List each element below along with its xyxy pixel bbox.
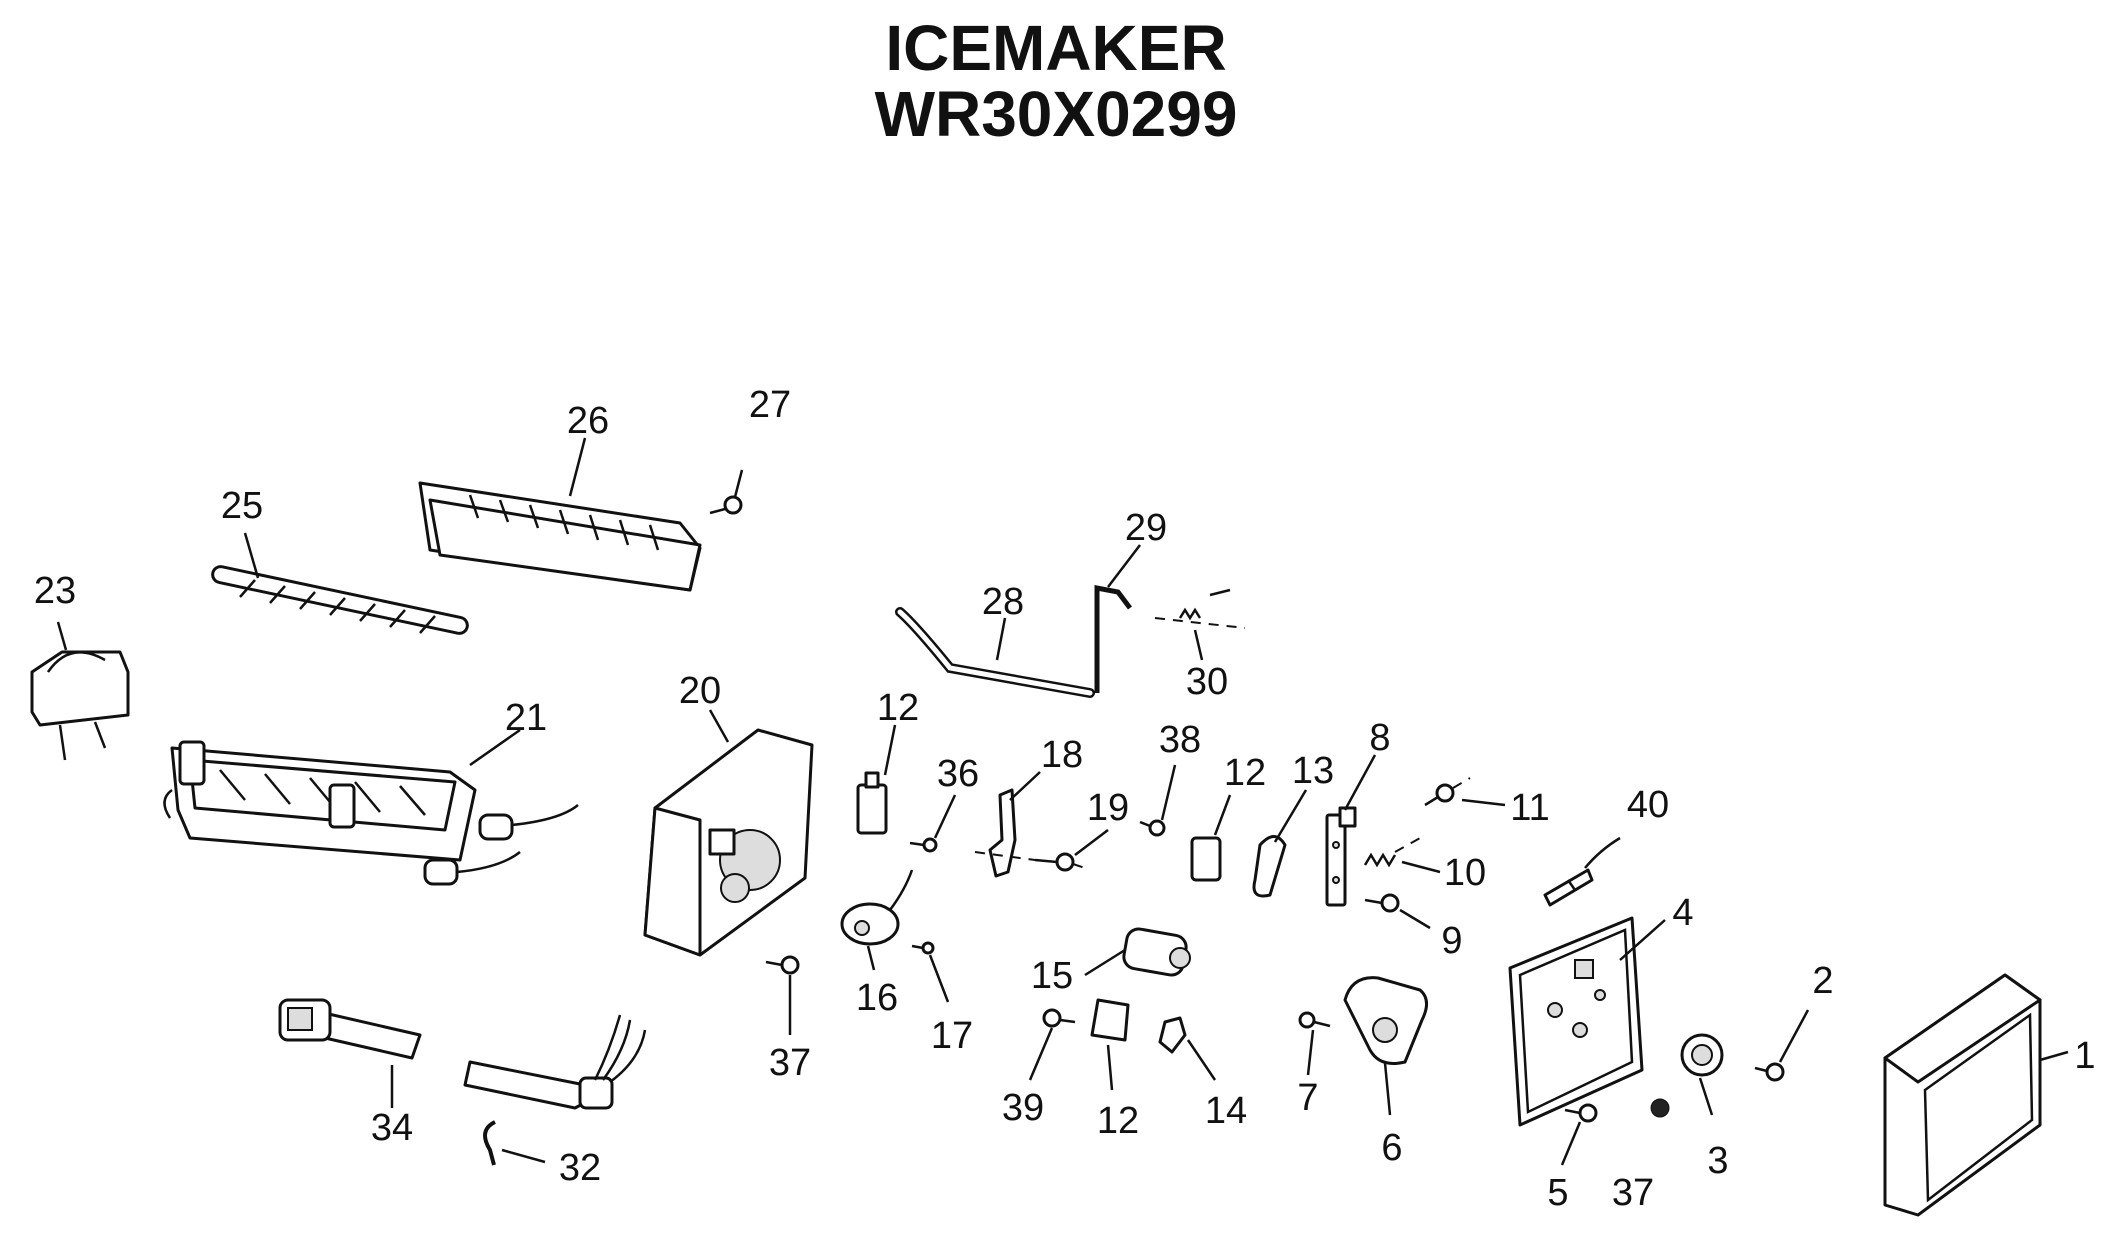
part-18-lever [974, 771, 1041, 878]
part-37-plug-b [1650, 1098, 1670, 1118]
label-17: 17 [931, 1015, 973, 1057]
part-39-screw [1028, 1008, 1076, 1081]
label-9: 9 [1441, 920, 1462, 962]
label-11: 11 [1510, 787, 1549, 829]
part-30-spring [1154, 588, 1246, 661]
label-3: 3 [1707, 1140, 1728, 1182]
part-13-cam [1252, 789, 1308, 898]
label-19: 19 [1087, 787, 1129, 829]
label-14: 14 [1205, 1090, 1247, 1132]
part-32-clamp [483, 1120, 546, 1166]
diagram-title: ICEMAKER [885, 12, 1227, 84]
part-12-switch-b [1190, 794, 1232, 882]
label-5: 5 [1547, 1172, 1568, 1214]
part-34-fill-tube [278, 998, 422, 1108]
label-1: 1 [2074, 1035, 2095, 1077]
part-25-ejector [211, 532, 469, 635]
part-15-coupler [1084, 927, 1191, 977]
label-6: 6 [1381, 1127, 1402, 1169]
part-26-shield [418, 437, 702, 592]
label-12c: 12 [1097, 1100, 1139, 1142]
part-12-switch-c [1090, 998, 1130, 1091]
part-2-screw [1754, 1009, 1810, 1082]
part-1-cover [1883, 973, 2069, 1217]
label-25: 25 [221, 485, 263, 527]
label-27: 27 [749, 384, 791, 426]
label-2: 2 [1812, 960, 1833, 1002]
label-26: 26 [567, 400, 609, 442]
label-38: 38 [1159, 719, 1201, 761]
part-12-switch-a [856, 724, 897, 835]
label-15: 15 [1031, 955, 1073, 997]
label-37b: 37 [1612, 1172, 1654, 1214]
part-3-gear [1680, 1033, 1724, 1116]
label-20: 20 [679, 670, 721, 712]
part-20-housing [643, 709, 814, 957]
part-19-screw [1034, 829, 1109, 872]
part-4-mounting-plate [1508, 916, 1666, 1127]
part-wire-harness [463, 1014, 647, 1110]
label-8: 8 [1369, 717, 1390, 759]
part-21-mold [163, 728, 579, 886]
part-11-screw [1424, 777, 1506, 807]
part-27-screw [709, 469, 744, 515]
part-29-shaft [1094, 544, 1141, 693]
label-32: 32 [559, 1147, 601, 1189]
label-30: 30 [1186, 661, 1228, 703]
part-9-screw [1364, 893, 1431, 930]
label-12b: 12 [1224, 752, 1266, 794]
label-37a: 37 [769, 1042, 811, 1084]
part-28-feeler-arm [895, 607, 1095, 698]
part-17-screw [911, 941, 950, 1003]
label-21: 21 [505, 697, 547, 739]
part-23-fill-cup [30, 621, 130, 761]
label-29: 29 [1125, 507, 1167, 549]
label-23: 23 [34, 570, 76, 612]
model-number: WR30X0299 [874, 78, 1238, 150]
label-16: 16 [856, 977, 898, 1019]
label-4: 4 [1672, 892, 1693, 934]
part-5-screw [1560, 1103, 1598, 1166]
part-38-screw [1139, 764, 1177, 837]
part-37-screw-a [765, 955, 800, 1035]
part-36-screw [909, 794, 957, 853]
part-40-clip [1543, 836, 1621, 907]
part-16-thermostat [840, 869, 914, 971]
part-8-bracket [1325, 754, 1377, 907]
label-10: 10 [1444, 852, 1486, 894]
part-6-motor [1343, 976, 1428, 1116]
label-18: 18 [1041, 734, 1083, 776]
label-28: 28 [982, 581, 1024, 623]
label-36: 36 [937, 753, 979, 795]
label-12a: 12 [877, 687, 919, 729]
part-14-clip [1158, 1016, 1217, 1081]
label-34: 34 [371, 1107, 413, 1149]
label-40: 40 [1627, 784, 1669, 826]
label-13: 13 [1292, 750, 1334, 792]
label-7: 7 [1297, 1077, 1318, 1119]
label-39: 39 [1002, 1087, 1044, 1129]
part-10-spring [1363, 837, 1441, 874]
part-7-screw [1298, 1011, 1331, 1076]
